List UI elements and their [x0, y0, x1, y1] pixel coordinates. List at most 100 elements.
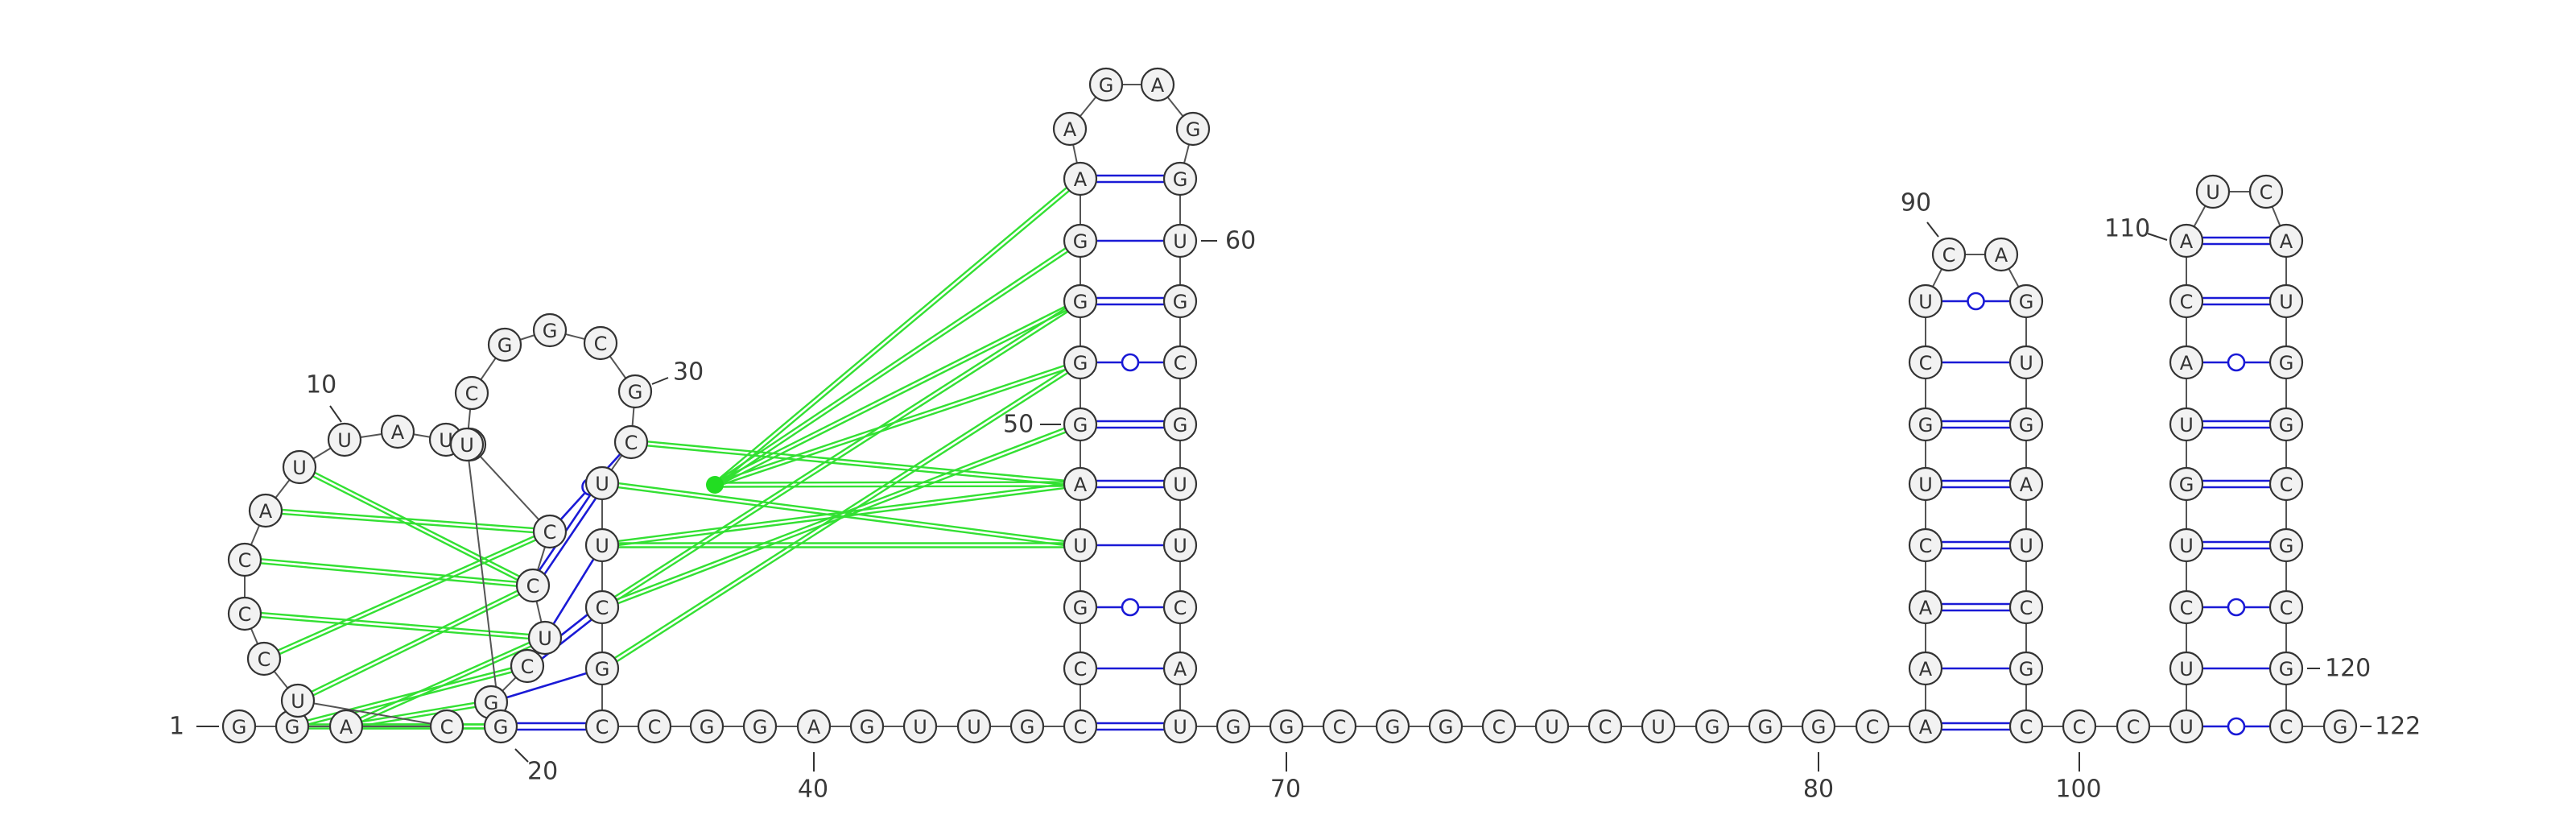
nucleotide-circle [510, 648, 545, 684]
nucleotide-circle [1063, 161, 1098, 197]
nucleotide-letter: C [1174, 352, 1187, 374]
nucleotide-circle [1063, 223, 1098, 259]
nucleotide-letter: A [1174, 658, 1187, 681]
nucleotide: A [380, 414, 415, 449]
nucleotide: C [2268, 466, 2304, 502]
number-tick [2147, 233, 2168, 241]
nucleotide-letter: U [439, 429, 453, 452]
backbone-segment [519, 334, 535, 341]
nucleotide-circle [483, 709, 518, 744]
pseudoknot-line [277, 535, 535, 652]
nucleotide-letter: G [1020, 716, 1035, 738]
nucleotide-circle [2268, 466, 2304, 502]
nucleotide-circle [527, 620, 563, 656]
nucleotide-letter: C [2180, 291, 2194, 313]
nucleotide: G [2268, 345, 2304, 380]
nucleotide-letter: G [1073, 597, 1088, 619]
pseudoknot-line [260, 615, 529, 640]
backbone-segment [565, 333, 585, 341]
nucleotide: U [902, 709, 938, 744]
nucleotide-letter: U [1545, 716, 1559, 738]
backbone-segment [467, 408, 472, 429]
nucleotide-circle [380, 414, 415, 449]
nucleotide: C [583, 325, 618, 361]
nucleotide-letter: G [1173, 414, 1188, 436]
nucleotide-circle [1009, 709, 1045, 744]
nucleotide: G [2268, 651, 2304, 686]
nucleotide: U [2169, 407, 2204, 442]
nucleotide-circle [2008, 527, 2044, 563]
nucleotide-letter: A [1919, 658, 1933, 681]
nucleotide-letter: G [1226, 716, 1241, 738]
pseudoknot-line [715, 368, 1067, 488]
nucleotide: C [2116, 709, 2151, 744]
nucleotide-circle [1908, 651, 1943, 686]
nucleotide: U [584, 527, 620, 563]
nucleotide: U [1908, 466, 1943, 502]
nucleotide-letter: G [1073, 414, 1088, 436]
number-tick [329, 405, 342, 423]
nucleotide-circle [2008, 651, 2044, 686]
nucleotide: U [1162, 223, 1198, 259]
nucleotide: A [2169, 223, 2204, 259]
nucleotide-circle [1162, 283, 1198, 319]
nucleotide: G [532, 312, 568, 348]
pseudoknot-line [613, 368, 1067, 660]
pseudoknot-line [715, 189, 1071, 487]
position-number-label: 50 [1003, 411, 1034, 439]
nucleotide-circle [221, 709, 257, 744]
position-number-label: 100 [2055, 776, 2101, 804]
number-tick [651, 377, 669, 385]
nucleotide-letter: U [538, 627, 552, 650]
backbone-segment [250, 627, 259, 645]
nucleotide-letter: G [1173, 291, 1188, 313]
nucleotide-letter: C [1074, 716, 1088, 738]
nucleotide: G [2008, 283, 2044, 319]
pseudoknot-line [361, 705, 476, 727]
backbone-segment [502, 676, 517, 692]
pseudoknot-line [714, 481, 1064, 484]
pseudoknot-line [361, 701, 476, 723]
backbone-segment [413, 433, 431, 438]
nucleotide: A [248, 493, 283, 528]
nucleotide-circle [2169, 407, 2204, 442]
nucleotide: G [487, 327, 522, 362]
nucleotide-letter: A [807, 716, 821, 738]
nucleotide: C [2248, 174, 2284, 209]
nucleotide-letter: G [543, 320, 558, 342]
nucleotide-circle [1063, 345, 1098, 380]
nucleotide-letter: G [595, 658, 610, 681]
nucleotide-letter: U [1073, 535, 1088, 557]
nucleotide-circle [2268, 527, 2304, 563]
nucleotide: G [275, 709, 310, 744]
nucleotide: A [1052, 111, 1088, 147]
nucleotide: C [2008, 709, 2044, 744]
nucleotide-letter: C [2127, 716, 2140, 738]
nucleotide: U [1908, 283, 1943, 319]
nucleotide-letter: G [1439, 716, 1454, 738]
position-number-label: 120 [2325, 655, 2371, 683]
nucleotide-letter: C [258, 648, 271, 671]
nucleotide: U [2195, 174, 2231, 209]
backbone-segment [273, 670, 289, 689]
nucleotide-letter: C [2020, 597, 2033, 619]
nucleotide-letter: C [440, 716, 454, 738]
nucleotide-circle [454, 375, 489, 411]
position-number-label: 60 [1225, 227, 1256, 255]
nucleotide: U [1641, 709, 1676, 744]
nucleotide-letter: G [1099, 74, 1114, 97]
nucleotide-letter: C [596, 716, 609, 738]
backbone-segment [1079, 96, 1097, 118]
pseudoknot-line [712, 247, 1067, 484]
nucleotide-letter: C [465, 383, 479, 405]
nucleotide: A [2169, 345, 2204, 380]
nucleotide: U [2169, 709, 2204, 744]
base-pair-line [559, 492, 586, 521]
nucleotide-circle [689, 709, 724, 744]
nucleotide-circle [1322, 709, 1357, 744]
nucleotide: U [282, 449, 317, 485]
nucleotide-circle [1908, 709, 1943, 744]
nucleotide: G [2268, 407, 2304, 442]
nucleotide-circle [2008, 590, 2044, 625]
backbone-segment [480, 357, 497, 381]
